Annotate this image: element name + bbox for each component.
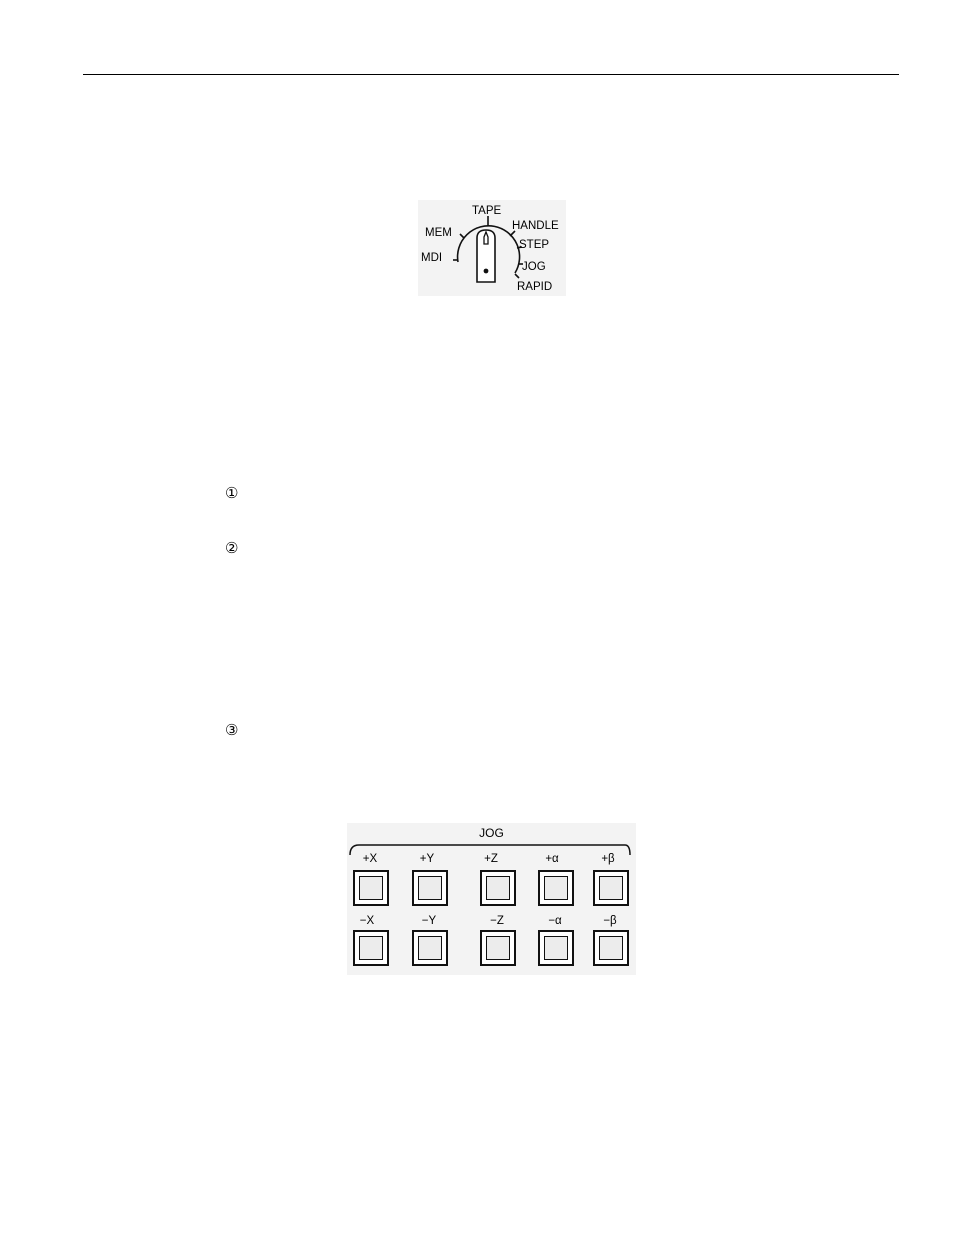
mode-label-step: STEP [519, 239, 550, 251]
jog-key-face [599, 876, 623, 900]
mode-label-mem: MEM [425, 227, 452, 239]
step-marker-3: ③ [225, 722, 239, 739]
jog-key-plus-alpha[interactable] [538, 870, 574, 906]
mode-selector-figure: TAPE MEM HANDLE STEP MDI JOG RAPID [418, 200, 566, 296]
jog-key-face [418, 876, 442, 900]
jog-panel-title: JOG [479, 826, 504, 840]
jog-label-plus-beta: +β [601, 853, 615, 865]
jog-key-face [359, 936, 383, 960]
jog-key-minus-z[interactable] [480, 930, 516, 966]
jog-key-minus-x[interactable] [353, 930, 389, 966]
jog-key-face [486, 936, 510, 960]
jog-label-minus-alpha: −α [548, 915, 562, 927]
mode-label-handle: HANDLE [512, 220, 559, 232]
jog-key-face [418, 936, 442, 960]
jog-key-plus-x[interactable] [353, 870, 389, 906]
mode-selector-dial-icon [453, 216, 523, 283]
jog-label-plus-z: +Z [484, 853, 498, 865]
jog-bracket [349, 844, 631, 856]
header-rule [83, 74, 899, 75]
jog-key-face [544, 936, 568, 960]
jog-key-face [544, 876, 568, 900]
jog-label-plus-x: +X [362, 853, 378, 865]
mode-label-tape: TAPE [472, 205, 502, 217]
jog-key-face [359, 876, 383, 900]
mode-label-jog: JOG [522, 261, 546, 273]
jog-key-minus-beta[interactable] [593, 930, 629, 966]
jog-key-plus-y[interactable] [412, 870, 448, 906]
jog-key-minus-alpha[interactable] [538, 930, 574, 966]
step-marker-1: ① [225, 485, 239, 502]
jog-key-plus-beta[interactable] [593, 870, 629, 906]
step-marker-2: ② [225, 540, 239, 557]
jog-key-plus-z[interactable] [480, 870, 516, 906]
jog-label-plus-alpha: +α [545, 853, 559, 865]
jog-panel-figure: JOG +X +Y +Z +α +β −X −Y −Z −α −β [347, 823, 636, 975]
jog-label-plus-y: +Y [419, 853, 435, 865]
jog-key-face [486, 876, 510, 900]
jog-label-minus-x: −X [359, 915, 375, 927]
mode-label-rapid: RAPID [517, 281, 553, 293]
jog-key-face [599, 936, 623, 960]
jog-label-minus-z: −Z [490, 915, 504, 927]
jog-key-minus-y[interactable] [412, 930, 448, 966]
jog-label-minus-beta: −β [603, 915, 617, 927]
mode-label-mdi: MDI [421, 252, 443, 264]
jog-label-minus-y: −Y [421, 915, 437, 927]
